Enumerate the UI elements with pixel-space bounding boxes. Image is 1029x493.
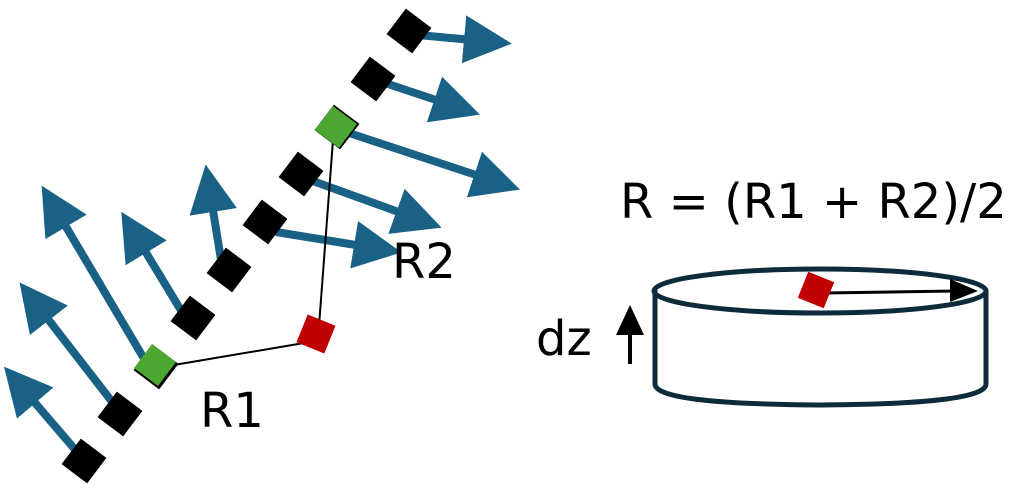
r2-endpoint bbox=[314, 105, 358, 149]
atom-square bbox=[278, 151, 324, 197]
formula-label: R = (R1 + R2)/2 bbox=[620, 174, 1007, 230]
atom-square bbox=[386, 8, 432, 54]
vector-arrow bbox=[121, 211, 186, 315]
cylinder-center-point bbox=[797, 271, 835, 309]
r2-label: R2 bbox=[392, 234, 456, 290]
cylinder-top bbox=[651, 266, 989, 316]
atom-square bbox=[61, 438, 107, 484]
reference-atoms bbox=[133, 105, 358, 387]
up-arrow-icon bbox=[616, 305, 644, 335]
atom-square bbox=[97, 391, 143, 437]
r2-line bbox=[318, 139, 334, 327]
atom-square bbox=[350, 56, 396, 102]
center-point bbox=[296, 314, 336, 354]
atoms bbox=[61, 8, 432, 484]
cylinder-bottom bbox=[652, 290, 989, 408]
radius-arrow bbox=[825, 279, 978, 302]
vector-arrow bbox=[344, 128, 520, 198]
vector-arrow bbox=[19, 282, 124, 415]
vector-arrow bbox=[380, 76, 480, 123]
atom-square bbox=[170, 295, 216, 341]
vector-arrow bbox=[41, 185, 150, 365]
r1-label: R1 bbox=[200, 383, 264, 439]
radius-lines bbox=[167, 139, 334, 367]
vector-arrow bbox=[308, 176, 442, 234]
r1-endpoint bbox=[133, 343, 177, 387]
right-arrow-icon bbox=[950, 279, 978, 302]
vector-arrow bbox=[275, 221, 402, 269]
atom-square bbox=[206, 247, 252, 293]
r1-line bbox=[167, 342, 305, 367]
atom-square bbox=[242, 199, 288, 245]
dz-arrow bbox=[616, 305, 644, 364]
dz-label: dz bbox=[536, 311, 592, 367]
vectors-right bbox=[275, 15, 520, 269]
cylinder bbox=[651, 266, 989, 408]
vector-arrow bbox=[417, 15, 512, 64]
